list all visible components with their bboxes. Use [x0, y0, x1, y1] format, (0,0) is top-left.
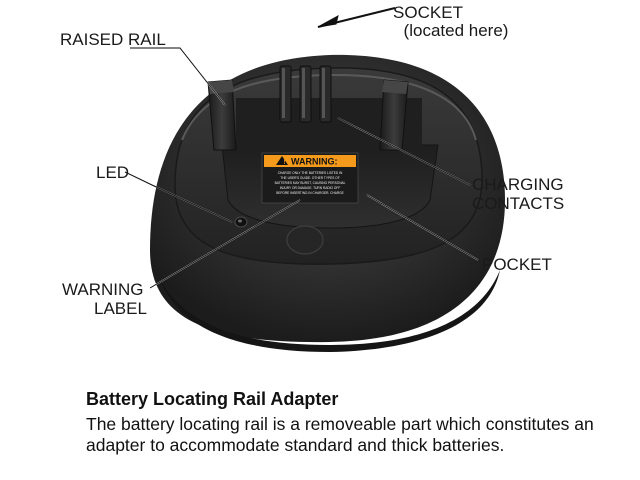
charging-contacts [279, 65, 332, 123]
caption-body: The battery locating rail is a removeabl… [86, 414, 594, 455]
warning-line: BEFORE INSERTING IN CHARGER. CHARGE [276, 191, 344, 195]
led-indicator [234, 216, 248, 228]
leader-lines [124, 7, 479, 289]
warning-line: THE USER'S GUIDE. OTHER TYPES OF [280, 176, 339, 180]
label-charging-contacts-1: CHARGING [472, 175, 564, 194]
warning-line: BATTERIES MAY BURST, CAUSING PERSONAL [275, 181, 346, 185]
label-warning-label-2: LABEL [94, 299, 147, 318]
label-socket-note: (located here) [404, 21, 509, 40]
warning-line: CHARGE ONLY THE BATTERIES LISTED IN [278, 171, 343, 175]
warning-sticker: ! WARNING: CHARGE ONLY THE BATTERIES LIS… [261, 152, 359, 204]
label-warning-label-1: WARNING [62, 280, 144, 299]
caption-title: Battery Locating Rail Adapter [86, 389, 339, 409]
label-raised-rail: RAISED RAIL [60, 30, 166, 49]
caption: Battery Locating Rail Adapter The batter… [86, 388, 626, 456]
svg-text:!: ! [284, 160, 286, 166]
warning-heading: WARNING: [291, 157, 338, 167]
label-led: LED [96, 163, 129, 182]
warning-line: INJURY OR DAMAGE. TURN RADIO OFF [280, 186, 341, 190]
logo-emblem [286, 225, 324, 255]
label-pocket: POCKET [482, 255, 552, 274]
label-socket: SOCKET [393, 3, 463, 22]
label-charging-contacts-2: CONTACTS [472, 194, 564, 213]
